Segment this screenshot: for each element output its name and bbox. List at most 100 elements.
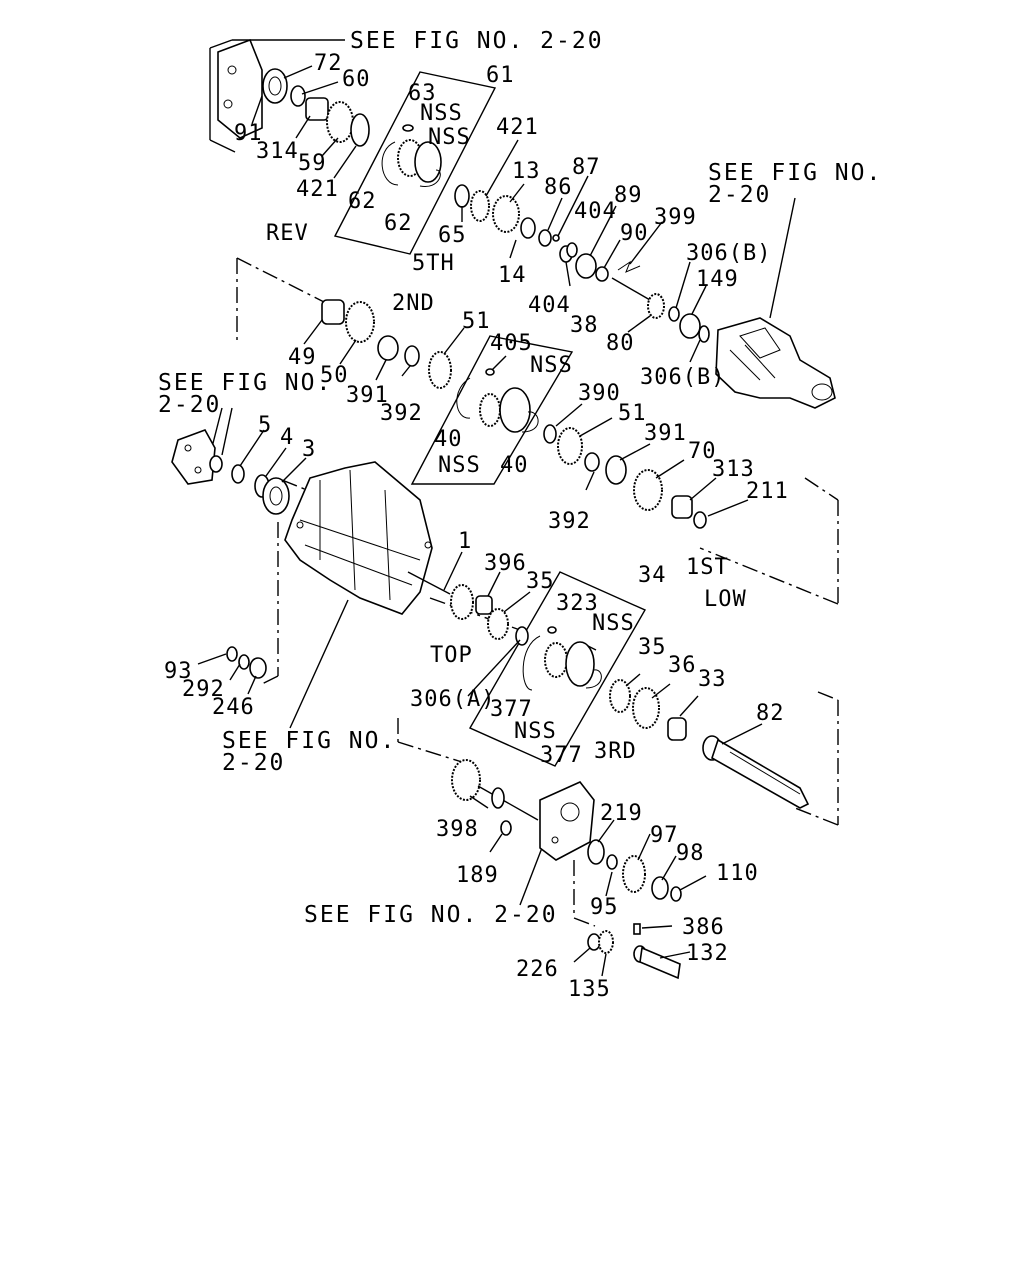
part-sync-hub-2nd (479, 393, 501, 427)
callout-13: 13 (512, 159, 541, 184)
reference-left-line2: 2-20 (158, 392, 221, 418)
reference-bottom: SEE FIG NO. 2-20 (304, 902, 558, 928)
intermediate-plate (539, 781, 595, 861)
extension-housing (715, 317, 836, 409)
part-421-ring-2 (470, 190, 490, 222)
callout-38: 38 (570, 313, 599, 338)
box-3rd-synchronizer (469, 571, 646, 767)
part-398-shaft (477, 785, 539, 821)
callout-390: 390 (578, 381, 621, 406)
callout-65: 65 (438, 223, 467, 248)
bottom-left-reference-line (289, 599, 349, 729)
part-51-cone-2 (557, 427, 583, 465)
callout-63: 63 (408, 81, 437, 106)
callout-35a: 35 (526, 569, 555, 594)
callout-149: 149 (696, 267, 739, 292)
part-35-cone (487, 608, 509, 640)
part-405-key (485, 368, 495, 376)
callout-nss1: NSS (420, 101, 463, 126)
part-391-synchro-ring-2 (605, 455, 627, 485)
callout-306b1: 306(B) (686, 241, 771, 266)
callout-nss6: NSS (514, 719, 557, 744)
part-35-cone-2 (609, 679, 631, 713)
part-70-gear (633, 469, 663, 511)
callout-391a: 391 (346, 383, 389, 408)
callout-377b: 377 (540, 743, 583, 768)
callout-313: 313 (712, 457, 755, 482)
right-reference-lines (769, 197, 796, 319)
part-392-ring (404, 345, 420, 367)
part-399-pin (617, 260, 641, 273)
part-89-bearing (575, 253, 597, 279)
part-63-key (402, 124, 414, 132)
part-306b-ring (668, 306, 680, 322)
part-377-spring-left (522, 635, 541, 691)
box-5th-synchronizer (333, 71, 497, 255)
label-5th: 5TH (412, 251, 455, 276)
callout-87: 87 (572, 155, 601, 180)
part-306b-ring-2 (698, 325, 710, 343)
reference-bottom-left-line1: SEE FIG NO. (222, 728, 396, 754)
callout-391b: 391 (644, 421, 687, 446)
callout-82: 82 (756, 701, 785, 726)
part-51-cone (428, 351, 452, 389)
part-98-bearing (651, 876, 669, 900)
callout-14: 14 (498, 263, 527, 288)
label-1st: 1ST (686, 555, 729, 580)
part-72-bearing-inner (268, 76, 282, 96)
part-72-bearing (262, 68, 288, 104)
callout-33: 33 (698, 667, 727, 692)
callout-nss2: NSS (428, 125, 471, 150)
callout-91: 91 (234, 121, 263, 146)
part-49-needle-bearing (321, 299, 345, 325)
callout-1: 1 (458, 529, 472, 554)
part-314-needle-bearing (305, 97, 329, 121)
reference-right-line1: SEE FIG NO. (708, 160, 882, 186)
front-cover (171, 429, 216, 485)
part-132-shaft (633, 945, 681, 980)
callout-135: 135 (568, 977, 611, 1002)
callout-314: 314 (256, 139, 299, 164)
callout-421b: 421 (496, 115, 539, 140)
second-gear-bracket (236, 257, 331, 342)
callout-34: 34 (638, 563, 667, 588)
callout-3: 3 (302, 437, 316, 462)
callout-62a: 62 (348, 189, 377, 214)
callout-50: 50 (320, 363, 349, 388)
callout-421a: 421 (296, 177, 339, 202)
part-40-spring-right (521, 411, 539, 433)
part-5-snap-ring (231, 464, 245, 484)
callout-398: 398 (436, 817, 479, 842)
callout-98: 98 (676, 841, 705, 866)
callout-95: 95 (590, 895, 619, 920)
callout-60: 60 (342, 67, 371, 92)
part-95-ring (606, 854, 618, 870)
part-33-needle-bearing (667, 717, 687, 741)
part-50-gear (345, 301, 375, 343)
part-93-ring (226, 646, 238, 662)
part-80-shaft (611, 277, 651, 301)
callout-40b: 40 (500, 453, 529, 478)
part-135-gear (598, 930, 614, 954)
callout-392a: 392 (380, 401, 423, 426)
part-398-collar (491, 787, 505, 809)
callout-51b: 51 (618, 401, 647, 426)
callout-90: 90 (620, 221, 649, 246)
reference-left-line1: SEE FIG NO. (158, 370, 332, 396)
part-82-mainshaft (702, 735, 810, 809)
callout-392b: 392 (548, 509, 591, 534)
callout-59: 59 (298, 151, 327, 176)
part-292-ring (238, 654, 250, 670)
part-1-gear (450, 584, 474, 620)
label-2nd: 2ND (392, 291, 435, 316)
callout-nss4: NSS (438, 453, 481, 478)
callout-323: 323 (556, 591, 599, 616)
left-bracket (261, 522, 279, 685)
part-398-gear (451, 759, 481, 801)
callout-nss3: NSS (530, 353, 573, 378)
part-59-gear (326, 101, 354, 143)
callout-306a: 306(A) (410, 687, 495, 712)
first-low-bracket (699, 477, 839, 605)
part-62-spring-right (419, 169, 441, 187)
